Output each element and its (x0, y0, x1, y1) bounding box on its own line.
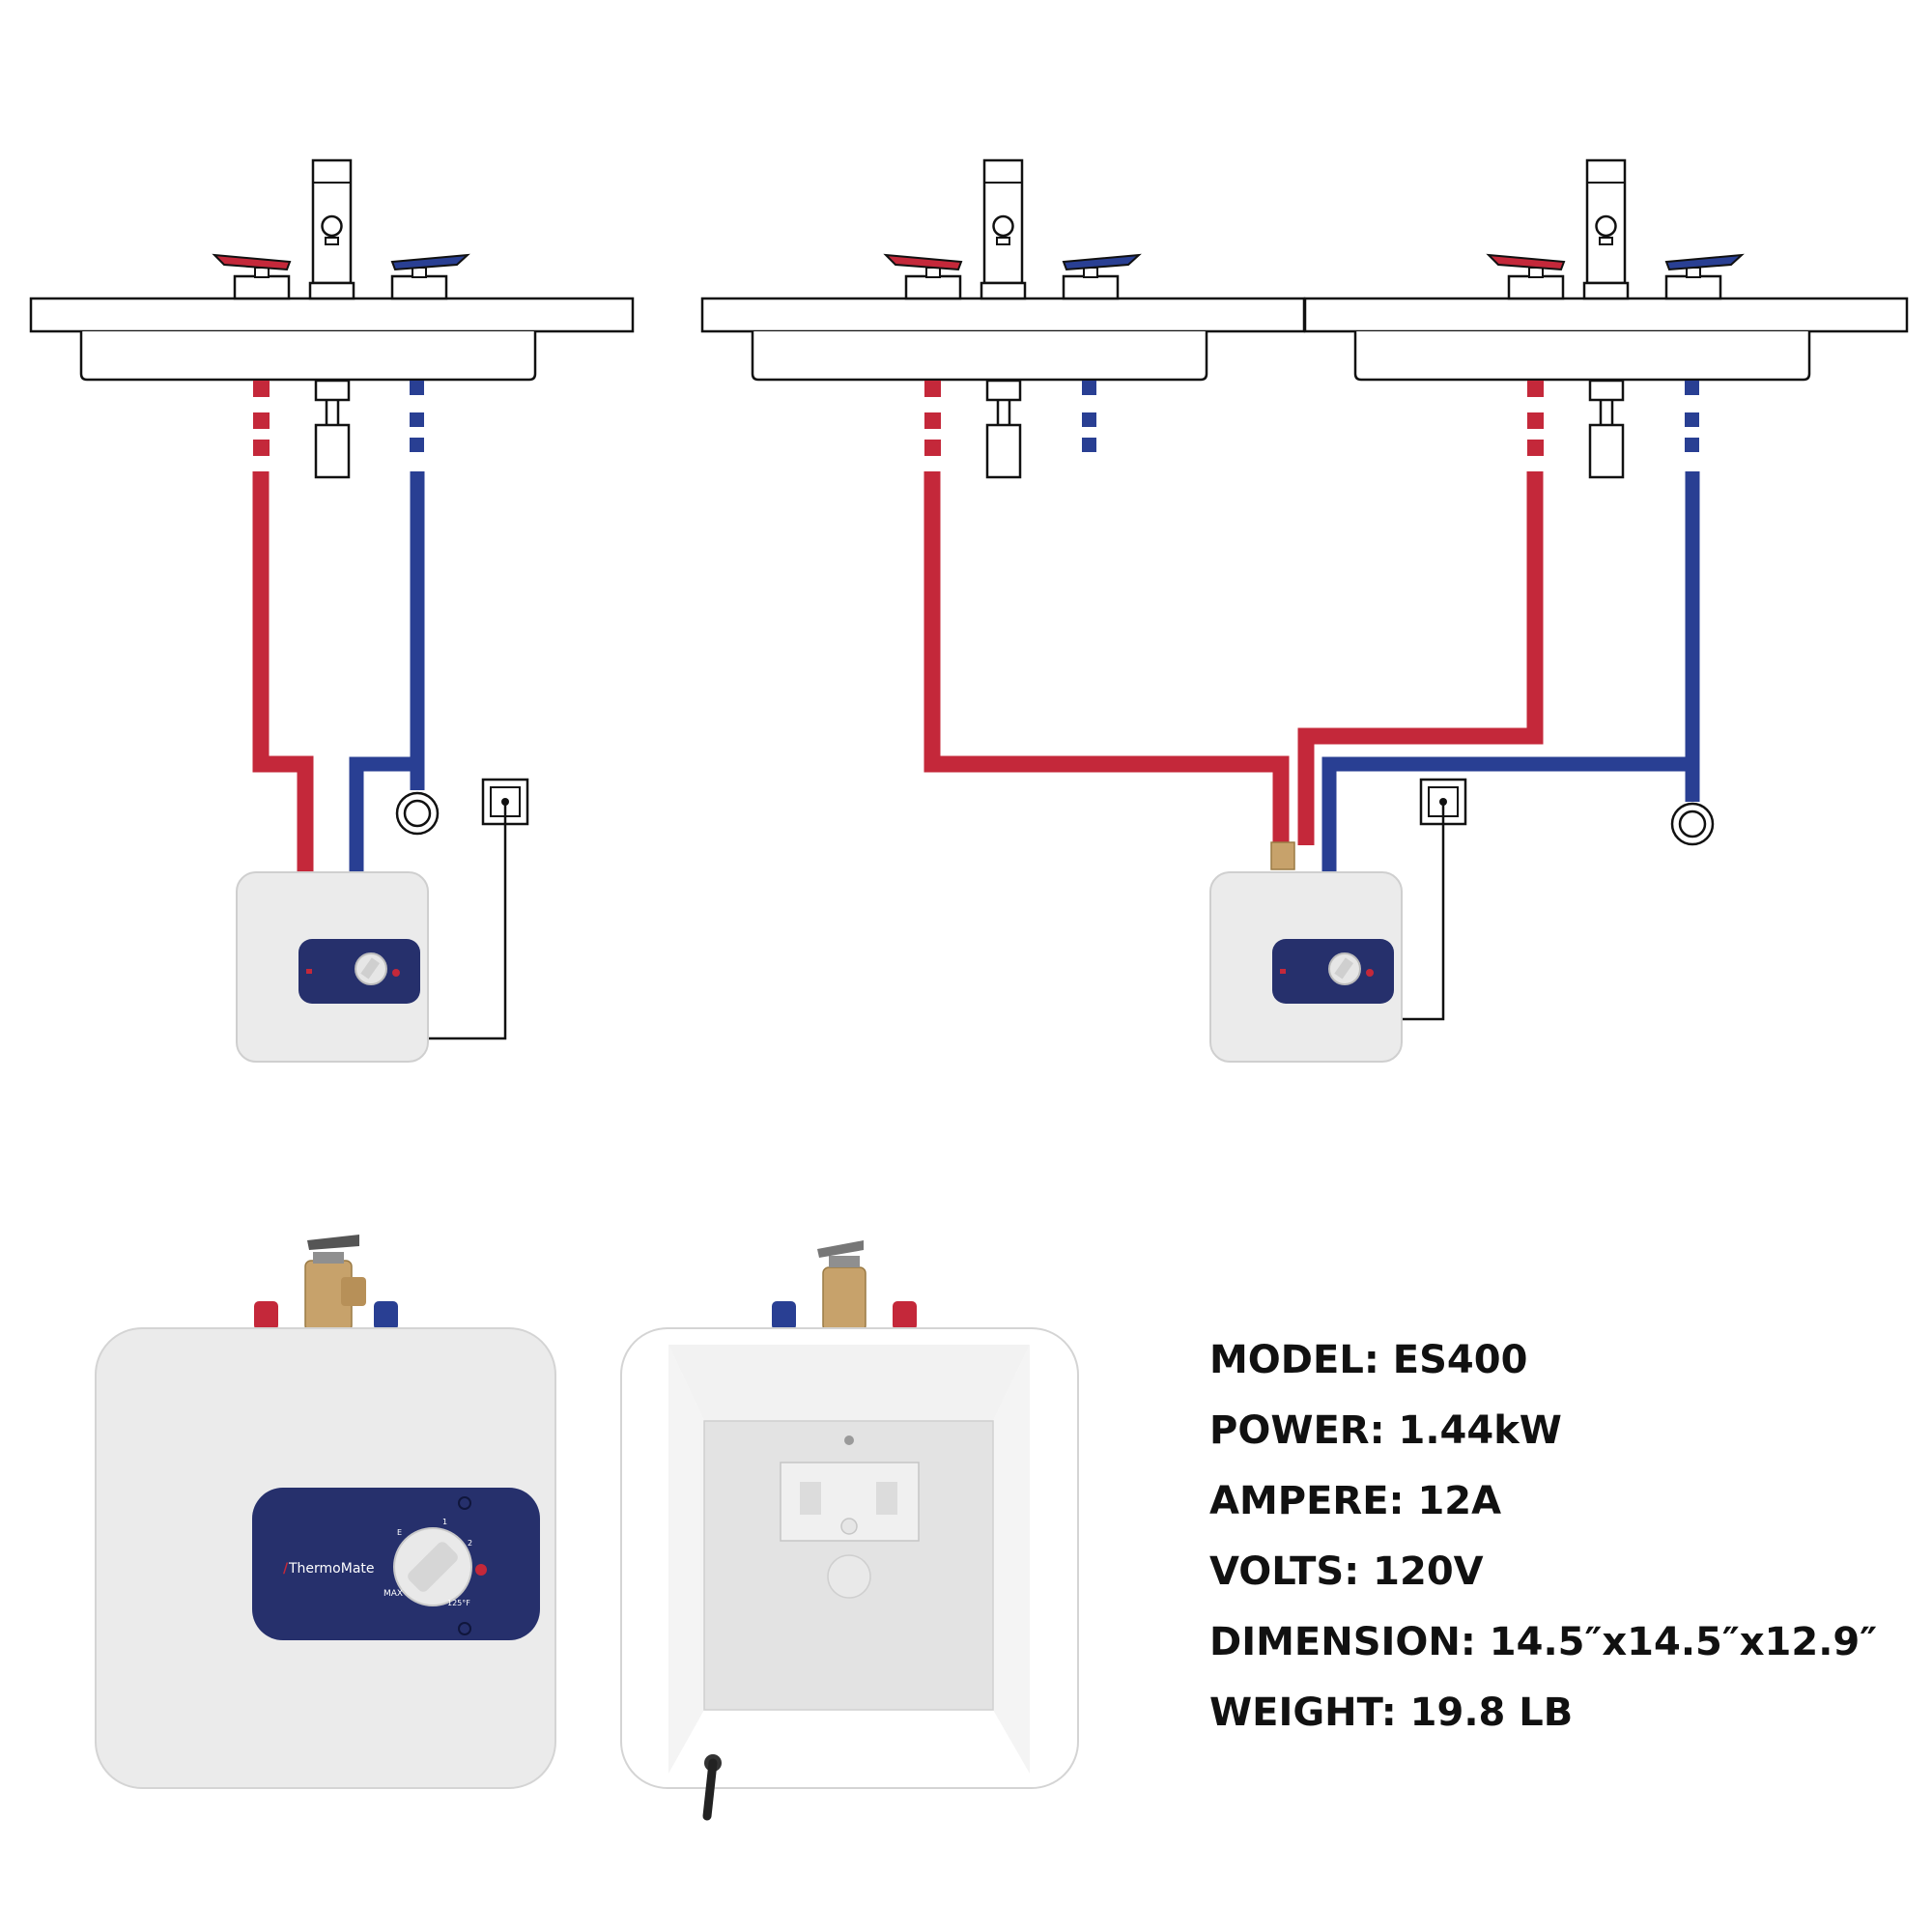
temp-label: 125°F (447, 1599, 470, 1607)
shutoff-valve-icon (395, 791, 440, 836)
single-sink-diagram (29, 158, 635, 1063)
tp-relief-valve-icon (817, 1240, 867, 1338)
cold-pipe-line (1321, 471, 1700, 872)
hot-pipe-line (252, 471, 314, 872)
drain-trap-icon (1588, 379, 1625, 479)
cold-inlet-cap (374, 1301, 398, 1330)
cold-pipe (410, 381, 424, 452)
heater-front-view: ThermoMate / MAX 125°F E 1 2 (95, 1235, 556, 1789)
sink-left (29, 158, 635, 382)
spec-power: POWER: 1.44kW (1209, 1396, 1886, 1466)
spec-value: 1.44kW (1398, 1408, 1562, 1453)
spec-label: WEIGHT: (1209, 1690, 1397, 1735)
dial-mark-e: E (397, 1528, 402, 1537)
drain-trap-icon (985, 379, 1022, 479)
spec-volts: VOLTS: 120V (1209, 1537, 1886, 1607)
heater-back-view (620, 1240, 1079, 1821)
spec-list: MODEL: ES400 POWER: 1.44kW AMPERE: 12A V… (1209, 1325, 1886, 1748)
spec-ampere: AMPERE: 12A (1209, 1466, 1886, 1537)
hot-outlet-cap (893, 1301, 917, 1330)
spec-label: VOLTS: (1209, 1549, 1360, 1594)
cold-pipe (1082, 381, 1699, 452)
spec-value: 12A (1417, 1479, 1502, 1523)
spec-value: 120V (1373, 1549, 1484, 1594)
svg-text:/: / (283, 1561, 289, 1577)
dial-mark-2: 2 (468, 1539, 472, 1548)
water-heater-small-left (236, 871, 429, 1063)
spec-label: AMPERE: (1209, 1479, 1405, 1523)
power-cord-icon (1400, 802, 1445, 1021)
hot-pipe (253, 381, 270, 456)
drain-trap-icon (314, 379, 351, 479)
brand-logo: ThermoMate (288, 1561, 375, 1577)
spec-value: ES400 (1392, 1338, 1528, 1382)
water-heater-small-right (1209, 871, 1403, 1063)
spec-weight: WEIGHT: 19.8 LB (1209, 1678, 1886, 1748)
spec-label: POWER: (1209, 1408, 1385, 1453)
indicator-light-icon (475, 1564, 487, 1576)
shutoff-valve-icon (1670, 802, 1715, 846)
hot-pipe (924, 381, 1544, 456)
tee-fitting-icon (1270, 841, 1295, 870)
spec-value: 14.5″x14.5″x12.9″ (1489, 1620, 1878, 1664)
thermostat-dial-icon[interactable] (393, 1527, 472, 1606)
hot-outlet-cap (254, 1301, 278, 1330)
cold-inlet-cap (772, 1301, 796, 1330)
hot-pipe-line (1297, 471, 1544, 845)
spec-value: 19.8 LB (1409, 1690, 1574, 1735)
spec-dimension: DIMENSION: 14.5″x14.5″x12.9″ (1209, 1607, 1886, 1678)
hot-pipe-line (923, 471, 1290, 845)
tp-relief-valve-icon (304, 1235, 366, 1338)
cold-pipe-line (349, 471, 425, 872)
power-cord-icon (425, 802, 507, 1040)
spec-model: MODEL: ES400 (1209, 1325, 1886, 1396)
power-cord-icon (702, 1754, 722, 1821)
spec-label: DIMENSION: (1209, 1620, 1476, 1664)
sink-middle (700, 158, 1306, 382)
dial-mark-1: 1 (442, 1518, 447, 1526)
max-label: MAX (384, 1589, 403, 1599)
double-sink-diagram (700, 158, 1909, 1063)
sink-right (1303, 158, 1909, 382)
spec-label: MODEL: (1209, 1338, 1379, 1382)
